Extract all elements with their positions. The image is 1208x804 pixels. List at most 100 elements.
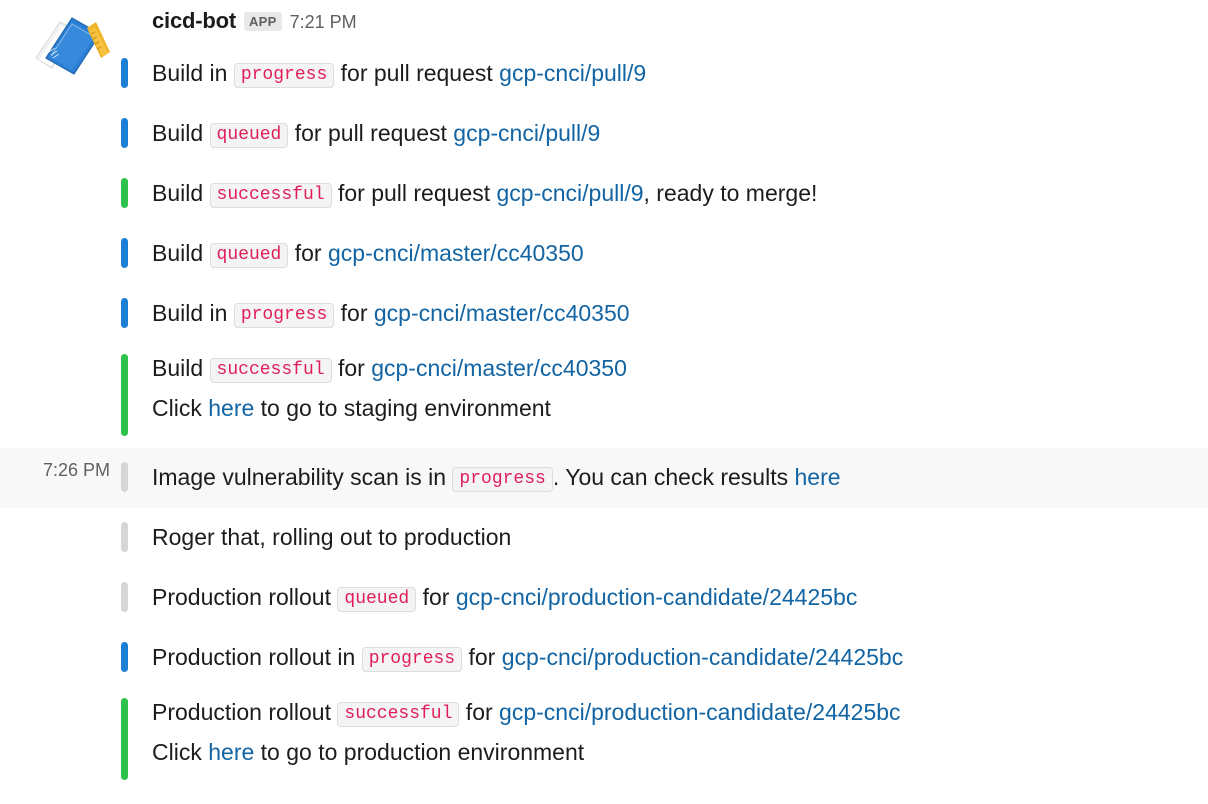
message-text: Production rollout queued for gcp-cnci/p…: [152, 577, 1204, 617]
message-text-segment: Click: [152, 395, 209, 421]
message-line: Build successful for pull request gcp-cn…: [152, 173, 1204, 213]
message-row[interactable]: 7:26 PM Image vulnerability scan is in pr…: [0, 448, 1208, 508]
message-line: Build queued for gcp-cnci/master/cc40350: [152, 233, 1204, 273]
message-text: Roger that, rolling out to production: [152, 517, 1204, 557]
status-bar-green: [121, 698, 128, 780]
message-line: Build in progress for pull request gcp-c…: [152, 53, 1204, 93]
message-row[interactable]: Build in progress for gcp-cnci/master/cc…: [0, 284, 1208, 344]
message-text: Production rollout successful for gcp-cn…: [152, 692, 1204, 772]
status-chip: queued: [209, 123, 289, 148]
message-text: Build successful for gcp-cnci/master/cc4…: [152, 348, 1204, 428]
message-text-segment: Production rollout: [152, 699, 338, 725]
message-text-segment: . You can check results: [552, 464, 795, 490]
message-text-segment: Build: [152, 180, 210, 206]
message-line: Build in progress for gcp-cnci/master/cc…: [152, 293, 1204, 333]
message-line: Click here to go to staging environment: [152, 388, 1204, 428]
message-text: Build in progress for pull request gcp-c…: [152, 53, 1204, 93]
message-text-segment: for pull request: [334, 60, 500, 86]
status-bar-gray: [121, 582, 128, 612]
message-text-segment: for pull request: [288, 120, 454, 146]
message-link[interactable]: here: [794, 464, 841, 490]
message-link[interactable]: here: [208, 739, 255, 765]
message-text-segment: Build in: [152, 60, 234, 86]
status-chip: successful: [337, 702, 460, 727]
message-text-segment: to go to staging environment: [254, 395, 551, 421]
message-line: Image vulnerability scan is in progress.…: [152, 457, 1204, 497]
message-text-segment: , ready to merge!: [643, 180, 818, 206]
status-chip: progress: [361, 647, 463, 672]
status-bar-green: [121, 354, 128, 436]
message-row[interactable]: Production rollout in progress for gcp-c…: [0, 628, 1208, 688]
message-text-segment: for: [331, 355, 372, 381]
message-link[interactable]: gcp-cnci/pull/9: [499, 60, 647, 86]
status-chip: successful: [209, 183, 332, 208]
message-text-segment: Production rollout in: [152, 644, 362, 670]
message-line: Roger that, rolling out to production: [152, 517, 1204, 557]
author-name[interactable]: cicd-bot: [152, 8, 236, 33]
status-chip: progress: [452, 467, 553, 492]
message-line: Production rollout successful for gcp-cn…: [152, 692, 1204, 732]
message-text: Image vulnerability scan is in progress.…: [152, 457, 1204, 497]
message-text-segment: for: [416, 584, 456, 610]
status-bar-blue: [121, 238, 128, 268]
message-link[interactable]: gcp-cnci/production-candidate/24425bc: [499, 699, 901, 725]
message-link[interactable]: here: [208, 395, 255, 421]
message-row[interactable]: Production rollout queued for gcp-cnci/p…: [0, 568, 1208, 628]
status-chip: queued: [209, 243, 289, 268]
row-timestamp[interactable]: 7:26 PM: [42, 460, 110, 480]
message-text-segment: for: [288, 240, 328, 266]
message-link[interactable]: gcp-cnci/pull/9: [453, 120, 601, 146]
message-row[interactable]: Build in progress for pull request gcp-c…: [0, 44, 1208, 104]
message-group-header: cicd-bot APP 7:21 PM: [0, 0, 1208, 75]
status-bar-blue: [121, 642, 128, 672]
message-text-segment: Click: [152, 739, 209, 765]
status-chip: progress: [233, 63, 335, 88]
message-row[interactable]: Build queued for pull request gcp-cnci/p…: [0, 104, 1208, 164]
message-row[interactable]: Build queued for gcp-cnci/master/cc40350: [0, 224, 1208, 284]
message-link[interactable]: gcp-cnci/master/cc40350: [373, 300, 630, 326]
message-link[interactable]: gcp-cnci/production-candidate/24425bc: [501, 644, 904, 670]
message-line: Production rollout in progress for gcp-c…: [152, 637, 1204, 677]
status-bar-blue: [121, 118, 128, 148]
message-text-segment: for: [462, 644, 502, 670]
author-line: cicd-bot APP 7:21 PM: [152, 8, 357, 34]
message-row[interactable]: Build successful for pull request gcp-cn…: [0, 164, 1208, 224]
app-badge: APP: [243, 12, 282, 31]
message-timestamp[interactable]: 7:21 PM: [289, 12, 357, 32]
message-link[interactable]: gcp-cnci/pull/9: [496, 180, 644, 206]
message-text-segment: Build: [152, 355, 210, 381]
message-row[interactable]: Production rollout successful for gcp-cn…: [0, 688, 1208, 792]
message-text-segment: Build in: [152, 300, 234, 326]
message-link[interactable]: gcp-cnci/production-candidate/24425bc: [455, 584, 858, 610]
message-line: Build queued for pull request gcp-cnci/p…: [152, 113, 1204, 153]
status-bar-green: [121, 178, 128, 208]
message-row[interactable]: Roger that, rolling out to production: [0, 508, 1208, 568]
status-chip: queued: [337, 587, 417, 612]
message-text-segment: for: [334, 300, 374, 326]
message-link[interactable]: gcp-cnci/master/cc40350: [327, 240, 584, 266]
message-text: Build successful for pull request gcp-cn…: [152, 173, 1204, 213]
message-text-segment: for pull request: [331, 180, 497, 206]
status-bar-blue: [121, 58, 128, 88]
message-text: Build in progress for gcp-cnci/master/cc…: [152, 293, 1204, 333]
message-text-segment: to go to production environment: [254, 739, 585, 765]
message-text-segment: Build: [152, 240, 210, 266]
status-bar-blue: [121, 298, 128, 328]
message-row[interactable]: Build successful for gcp-cnci/master/cc4…: [0, 344, 1208, 448]
message-line: Click here to go to production environme…: [152, 732, 1204, 772]
message-text-segment: for: [459, 699, 500, 725]
status-bar-gray: [121, 462, 128, 492]
message-line: Build successful for gcp-cnci/master/cc4…: [152, 348, 1204, 388]
message-text: Build queued for gcp-cnci/master/cc40350: [152, 233, 1204, 273]
message-text-segment: Build: [152, 120, 210, 146]
message-text-segment: Production rollout: [152, 584, 338, 610]
message-link[interactable]: gcp-cnci/master/cc40350: [371, 355, 627, 381]
status-bar-gray: [121, 522, 128, 552]
message-text-segment: Roger that, rolling out to production: [152, 524, 512, 550]
status-chip: progress: [233, 303, 335, 328]
status-chip: successful: [209, 358, 332, 383]
message-line: Production rollout queued for gcp-cnci/p…: [152, 577, 1204, 617]
notebook-emoji-icon: [35, 17, 110, 75]
message-text: Build queued for pull request gcp-cnci/p…: [152, 113, 1204, 153]
